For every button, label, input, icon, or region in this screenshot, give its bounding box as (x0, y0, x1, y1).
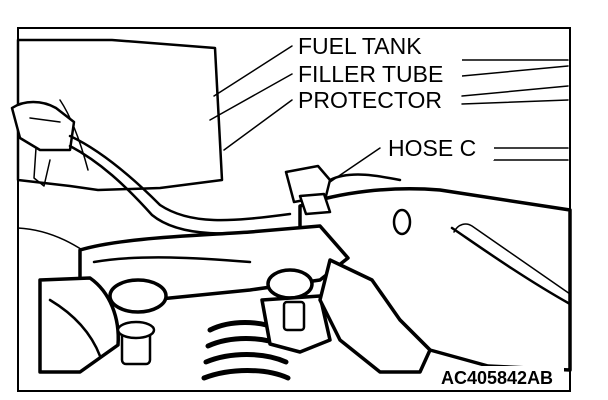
lower-arm-extension (318, 258, 432, 374)
hose-c-connector (284, 164, 332, 204)
coil-ring-4 (201, 368, 291, 381)
leader-right-3 (461, 85, 569, 97)
label-protector: PROTECTOR (298, 87, 442, 113)
arm-hole (392, 208, 412, 236)
leader-filler-tube (209, 73, 293, 121)
figure-code-bg (438, 366, 564, 388)
label-bg-hose-c (386, 132, 494, 160)
arm-inner-edge (453, 223, 571, 295)
tank-clip-line (29, 117, 61, 123)
leader-lines (209, 45, 569, 183)
fuel-tank-edge (59, 99, 89, 171)
center-bushing (266, 268, 314, 300)
fuel-tank-body (16, 38, 224, 192)
hose-c-clamp (298, 192, 332, 216)
left-bolt-head (116, 320, 156, 340)
label-bg-filler-tube (296, 58, 462, 86)
label-filler-tube: FILLER TUBE (298, 61, 443, 87)
figure-code: AC405842AB (441, 368, 553, 388)
left-bracket (38, 276, 120, 374)
center-bolt (282, 300, 306, 332)
leader-right-2 (461, 65, 569, 77)
arm-rib-line (450, 226, 572, 306)
tank-clip-tab (33, 147, 51, 187)
filler-tube-line-upper (68, 134, 292, 222)
tank-clip (10, 100, 76, 152)
leader-right-4 (461, 99, 569, 105)
left-bushing (108, 278, 168, 314)
label-bg-protector (296, 84, 456, 112)
coil-ring-3 (203, 352, 289, 365)
label-bg-fuel-tank (296, 30, 436, 58)
label-fuel-tank: FUEL TANK (298, 33, 422, 59)
crossmember-rib (92, 256, 252, 264)
left-bracket-rib (48, 298, 102, 358)
label-hose-c: HOSE C (388, 135, 476, 161)
leader-fuel-tank (213, 45, 293, 97)
leader-protector (223, 99, 293, 151)
leader-hose-c (329, 147, 381, 183)
